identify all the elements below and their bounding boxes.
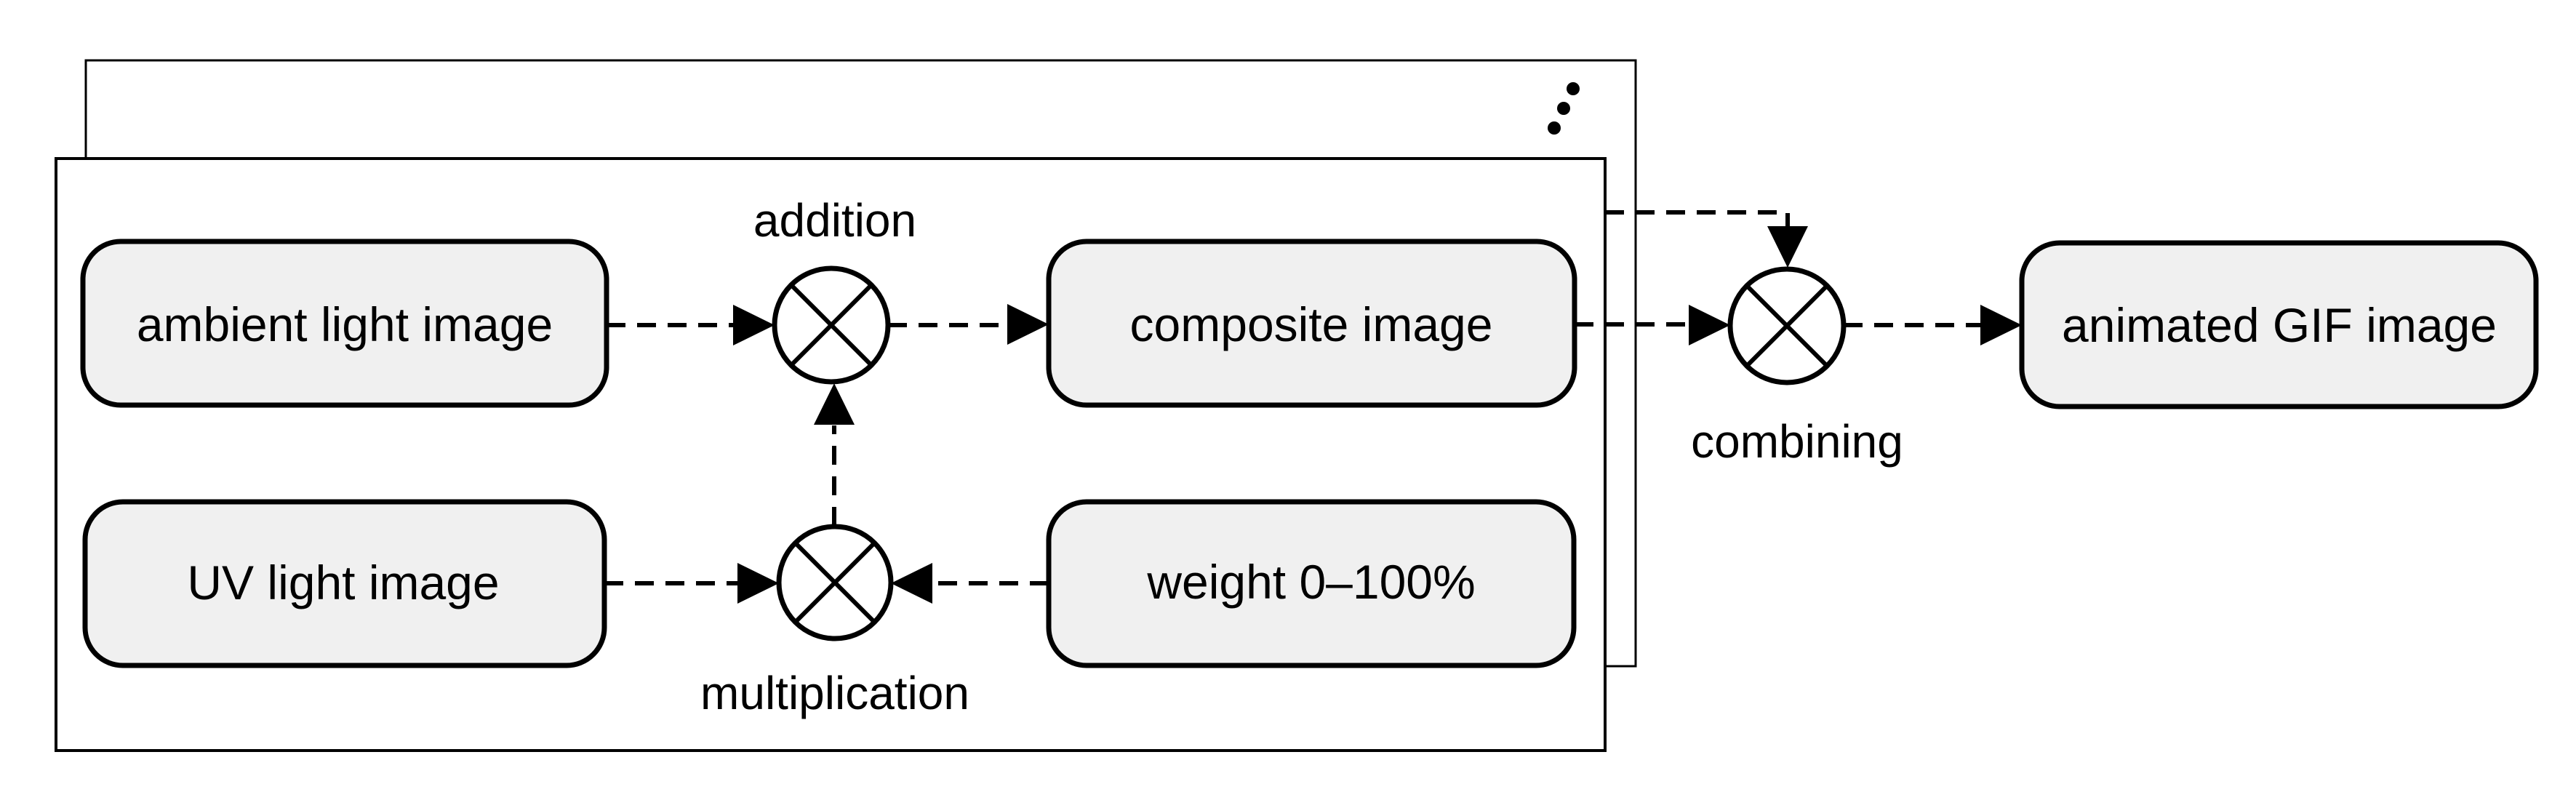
arrowhead-into-multiplication-left xyxy=(737,563,779,604)
arrowhead-into-combining-left xyxy=(1689,305,1730,345)
composite-image-label: composite image xyxy=(1130,297,1493,351)
combining-operator-icon xyxy=(1727,266,1847,385)
arrowhead-into-addition-bottom xyxy=(814,383,855,425)
arrowhead-into-addition-left xyxy=(733,305,775,345)
multiplication-cross-line xyxy=(793,541,876,624)
multiplication-operator-icon xyxy=(776,524,894,641)
addition-operator-icon xyxy=(772,265,891,385)
ellipsis-dot xyxy=(1557,102,1570,115)
arrowhead-into-gif xyxy=(1980,305,2022,345)
arrowhead-into-multiplication-right xyxy=(891,563,932,604)
addition-label: addition xyxy=(753,194,916,247)
animated-gif-image-box xyxy=(2019,240,2539,409)
weight-label: weight 0–100% xyxy=(1146,555,1475,609)
arrowhead-into-composite xyxy=(1007,304,1049,345)
addition-cross-line xyxy=(789,283,873,367)
animated-gif-image-label: animated GIF image xyxy=(2062,298,2497,352)
ambient-light-image-label: ambient light image xyxy=(137,297,553,351)
ellipsis-dot xyxy=(1548,121,1561,135)
uv-light-image-label: UV light image xyxy=(187,556,499,609)
more-frames-ellipsis-icon xyxy=(1548,82,1580,135)
connector-backframe-to-combining xyxy=(1605,210,1790,227)
arrowhead-into-combining-top xyxy=(1767,226,1808,268)
combining-label: combining xyxy=(1691,415,1903,468)
combining-cross-line xyxy=(1745,284,1829,368)
ellipsis-dot xyxy=(1567,82,1580,95)
multiplication-label: multiplication xyxy=(700,667,969,719)
